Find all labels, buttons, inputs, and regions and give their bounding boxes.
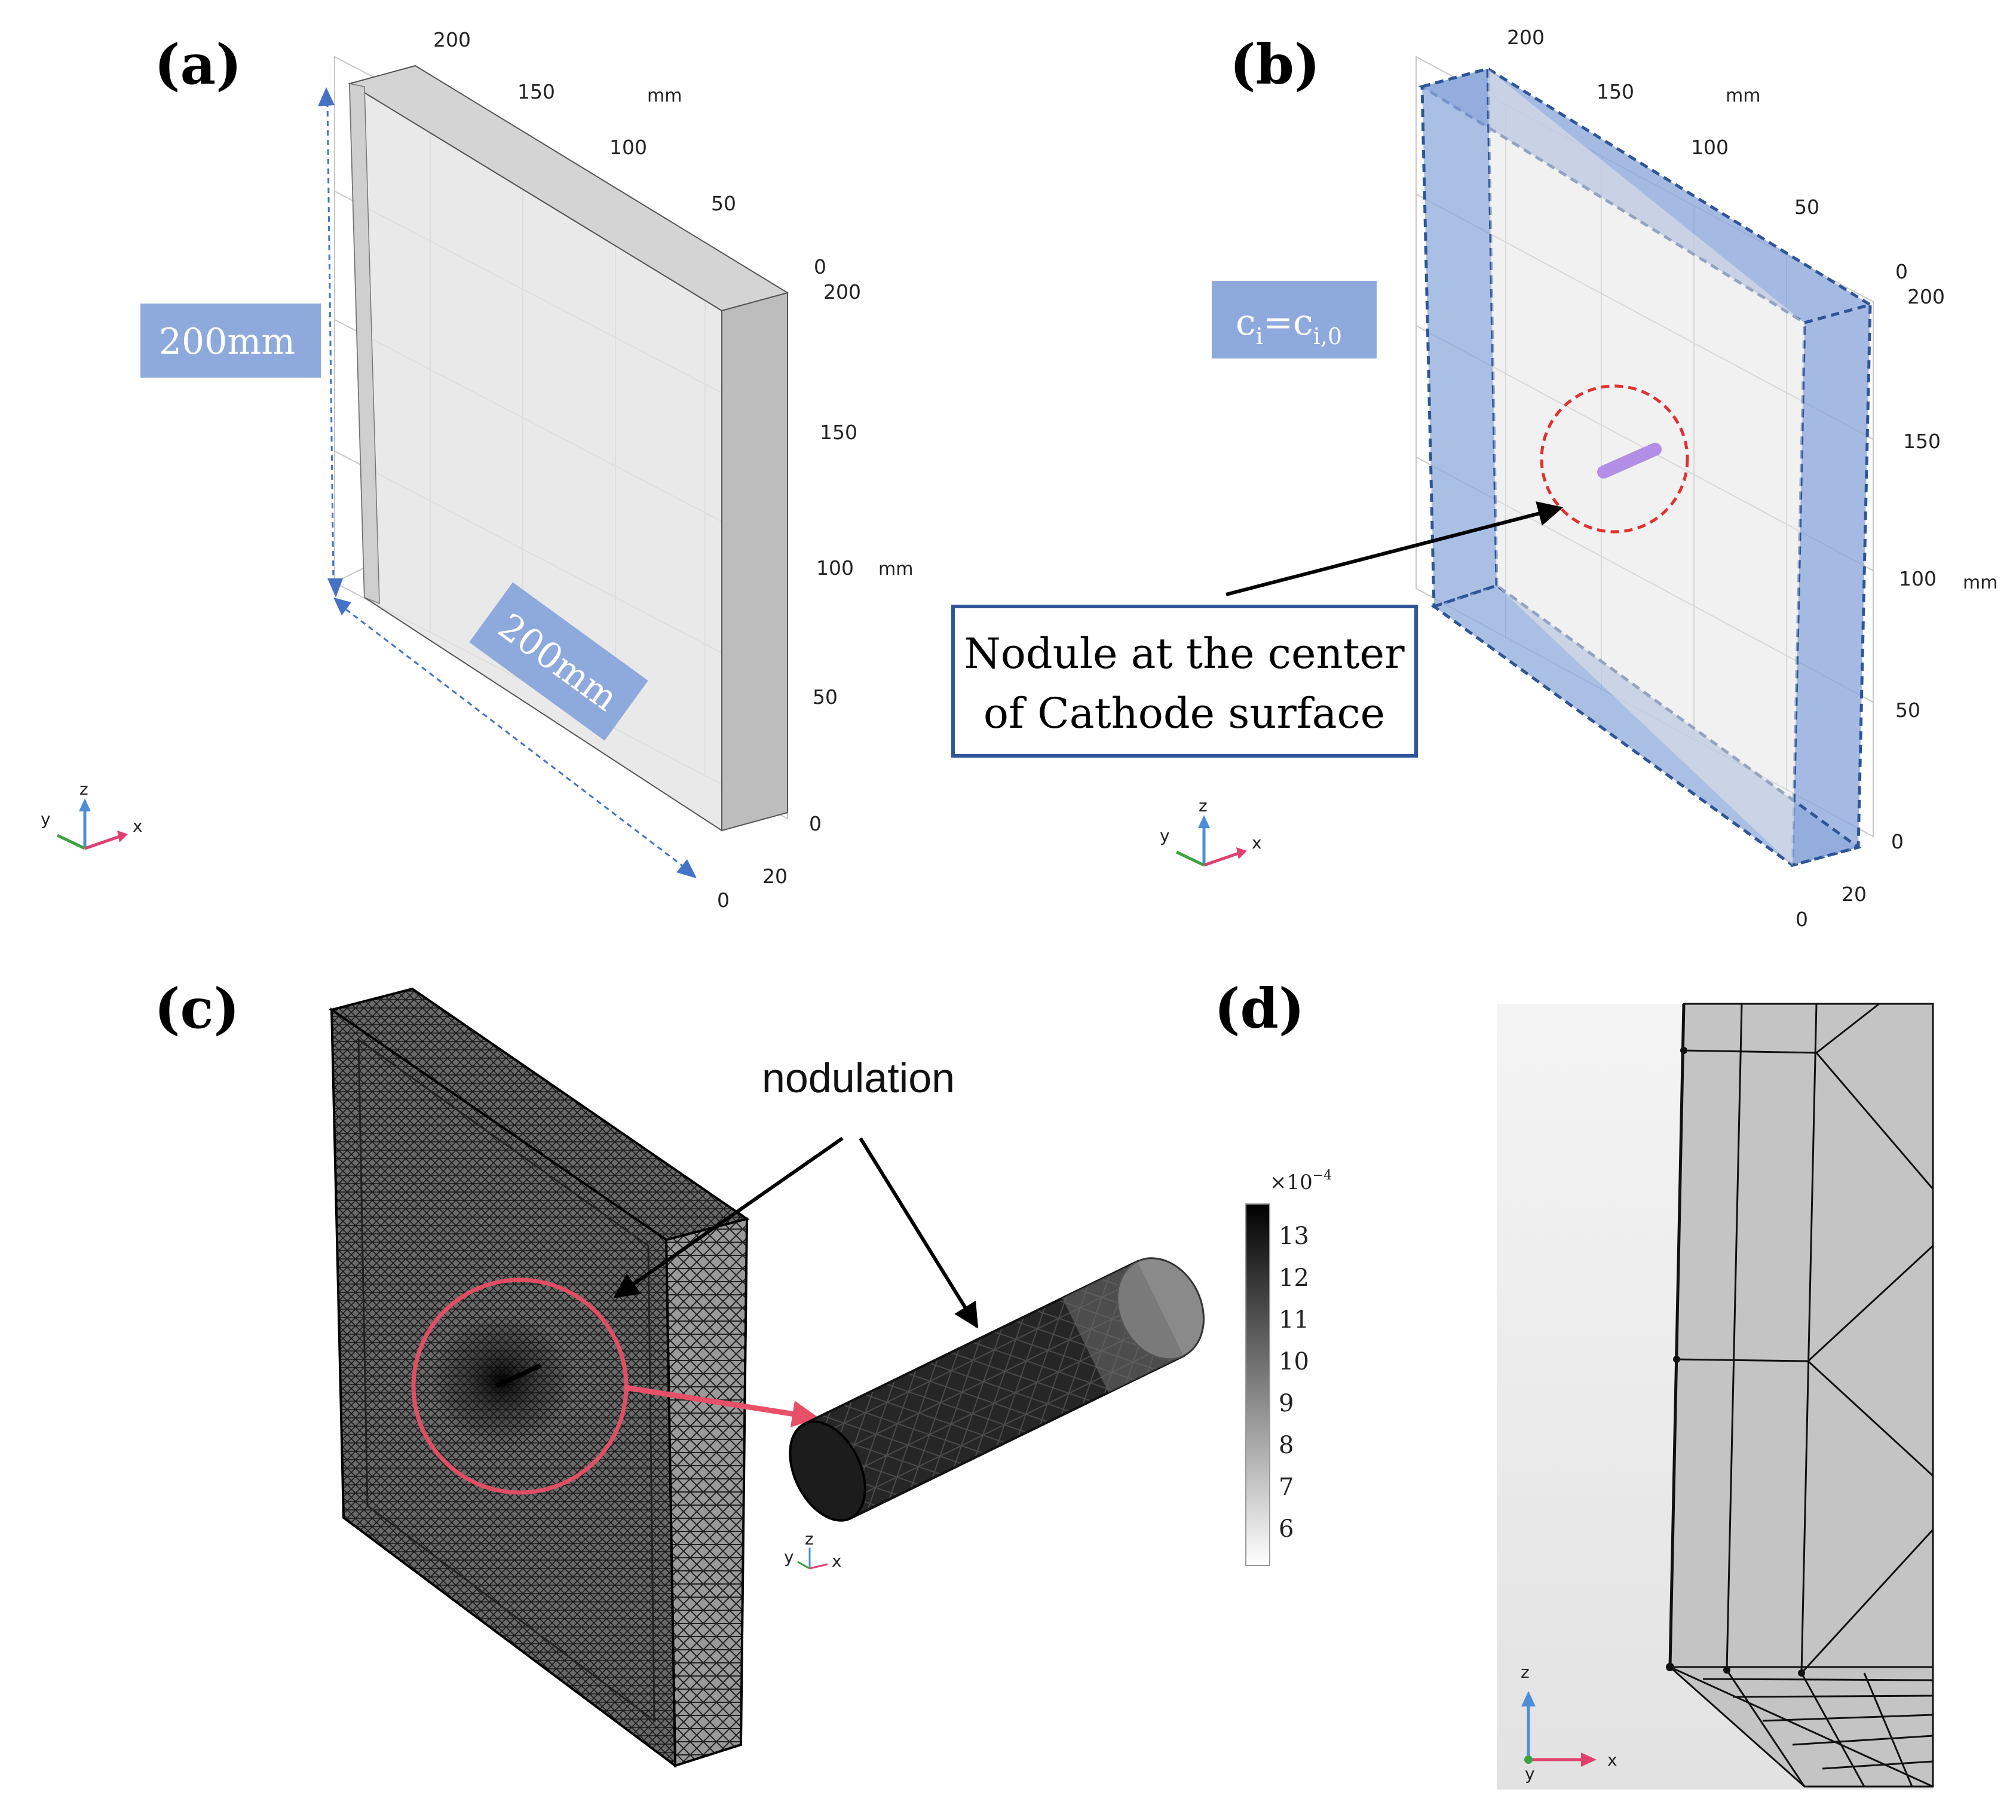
colorbar-exponent-power: −4 [1313, 1168, 1332, 1183]
right-axis-ticks-b: 200 150 100 50 0 mm [1891, 285, 1997, 853]
triad-x-label: x [1607, 1750, 1617, 1770]
triad-x-label: x [1252, 833, 1262, 853]
dimension-label-vertical: 200mm [159, 321, 295, 363]
panel-label-c: (c) [154, 976, 240, 1041]
tick-label: 100 [1899, 567, 1937, 590]
panel-b: (b) ci=ci,0 [951, 26, 1997, 931]
tick-label: 50 [1794, 195, 1819, 219]
tick-label: 20 [762, 865, 788, 888]
svg-text:ci=ci,0: ci=ci,0 [1236, 302, 1342, 350]
tick-label: 50 [813, 685, 838, 709]
nodule-highlight-b [1540, 384, 1689, 534]
tick-label: 200 [823, 280, 861, 304]
right-axis-ticks-a: 200 150 100 50 0 mm [809, 280, 913, 835]
callout-line1: Nodule at the center [964, 629, 1405, 678]
colorbar-tick: 9 [1279, 1390, 1294, 1417]
zoom-arrow [624, 1384, 819, 1427]
tick-label: 200 [1907, 285, 1945, 308]
triad-z-label: z [79, 779, 88, 799]
tick-label: 50 [711, 192, 736, 215]
tick-label: 150 [517, 80, 555, 103]
colorbar-tick: 10 [1279, 1348, 1309, 1375]
tick-label: 150 [1903, 430, 1941, 453]
tick-label: 20 [1842, 883, 1867, 906]
axis-triad-a: z x y [41, 779, 143, 850]
panel-c: (c) nodulation [154, 976, 1332, 1769]
callout-line2: of Cathode surface [984, 689, 1385, 738]
colorbar-tick: 8 [1279, 1432, 1294, 1459]
triad-z-label: z [1199, 796, 1208, 816]
panel-label-a: (a) [154, 32, 242, 97]
tick-label: 150 [1597, 80, 1634, 103]
colorbar-tick: 12 [1279, 1264, 1309, 1292]
triad-y-label: y [41, 809, 51, 829]
nodule-mesh-zoom [789, 1257, 1205, 1522]
meshed-slab-c [329, 987, 750, 1769]
tick-label: 50 [1895, 698, 1920, 722]
triad-y-label: y [784, 1547, 794, 1567]
dimension-vertical-a: 200mm [140, 87, 343, 598]
boundary-condition-label: ci=ci,0 [1212, 281, 1377, 359]
colorbar-tick: 6 [1279, 1515, 1294, 1543]
nodulation-label: nodulation [762, 1055, 955, 1101]
bottom-axis-ticks-a: 0 20 [717, 865, 788, 912]
triad-x-label: x [133, 816, 143, 836]
top-axis-ticks-a: 200 150 100 50 0 mm [433, 28, 826, 278]
colorbar-exponent-label: ×10−4 [1270, 1168, 1332, 1194]
refined-mesh-zone [430, 1315, 574, 1446]
tick-label: 100 [816, 556, 854, 580]
axis-unit: mm [1963, 572, 1997, 593]
tick-label: 200 [1507, 26, 1545, 49]
tick-label: 0 [1891, 830, 1904, 853]
triad-z-label: z [1521, 1662, 1530, 1682]
tick-label: 150 [820, 421, 857, 444]
electrode-slab-b [1418, 66, 1874, 868]
bc-eq: =c [1263, 302, 1313, 344]
axis-unit: mm [647, 85, 682, 106]
colorbar-tick: 7 [1279, 1473, 1294, 1501]
tick-label: 200 [433, 28, 471, 51]
mesh-closeup-d [1497, 1003, 1934, 1790]
colorbar-c: ×10−4 13 12 11 10 9 8 7 6 [1245, 1168, 1332, 1566]
bc-sub1: i [1256, 323, 1263, 350]
colorbar-tick: 13 [1279, 1222, 1309, 1250]
tick-label: 100 [609, 136, 647, 159]
electrode-slab-a [348, 65, 789, 832]
colorbar-exponent: ×10 [1270, 1171, 1313, 1194]
panel-label-d: (d) [1214, 976, 1304, 1041]
axis-triad-b: z x y [1160, 796, 1262, 867]
colorbar-tick: 11 [1279, 1306, 1309, 1334]
tick-label: 0 [809, 812, 822, 835]
triad-x-label: x [832, 1551, 842, 1571]
bc-main: c [1236, 302, 1256, 344]
tick-label: 100 [1691, 136, 1729, 159]
axis-triad-c: z x y [784, 1529, 842, 1571]
callout-b: Nodule at the center of Cathode surface [951, 501, 1564, 758]
tick-label: 0 [1895, 260, 1908, 283]
axis-unit: mm [878, 559, 913, 580]
panel-label-b: (b) [1230, 32, 1320, 97]
bc-sub2: i,0 [1313, 323, 1342, 350]
nodulation-annotation: nodulation [613, 1055, 979, 1329]
nodule-shape [1597, 443, 1662, 479]
triad-y-label: y [1160, 826, 1170, 845]
axis-unit: mm [1726, 85, 1760, 106]
panel-d: (d) [1214, 976, 1934, 1790]
triad-y-label: y [1525, 1764, 1535, 1784]
top-axis-ticks-b: 200 150 100 50 0 mm [1507, 26, 1908, 283]
triad-z-label: z [805, 1529, 814, 1549]
tick-label: 0 [717, 888, 730, 912]
tick-label: 0 [814, 255, 826, 278]
axis-triad-d: z x y [1521, 1662, 1617, 1784]
highlight-circle [1540, 384, 1689, 534]
bottom-axis-ticks-b: 0 20 [1796, 883, 1867, 931]
panel-a: (a) 200 150 100 50 0 mm [41, 28, 913, 912]
tick-label: 0 [1796, 908, 1808, 931]
